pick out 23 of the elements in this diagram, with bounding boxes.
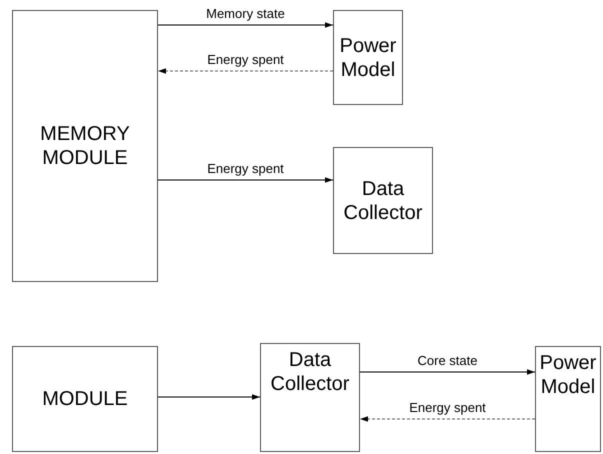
edge-label: Memory state [204, 6, 287, 21]
module-box [12, 346, 158, 452]
box-label: Data Collector [270, 348, 350, 396]
edge-label: Core state [416, 353, 480, 368]
box-label: MODULE [42, 387, 128, 411]
module-box [333, 147, 433, 254]
module-box [535, 346, 601, 452]
module-box [333, 10, 403, 105]
edge-label: Energy spent [407, 400, 488, 415]
box-label: Power Model [538, 351, 598, 399]
module-box [260, 343, 360, 452]
box-label: Data Collector [342, 176, 424, 224]
box-label: MEMORY MODULE [39, 122, 131, 170]
arrow [158, 177, 334, 183]
arrow [158, 22, 334, 28]
arrow [360, 369, 536, 375]
edge-label: Energy spent [205, 161, 286, 176]
edge-label: Energy spent [205, 52, 286, 67]
module-box [12, 10, 158, 282]
arrow [158, 394, 260, 400]
arrow [360, 416, 536, 422]
arrow [158, 68, 334, 74]
box-label: Power Model [338, 34, 398, 82]
